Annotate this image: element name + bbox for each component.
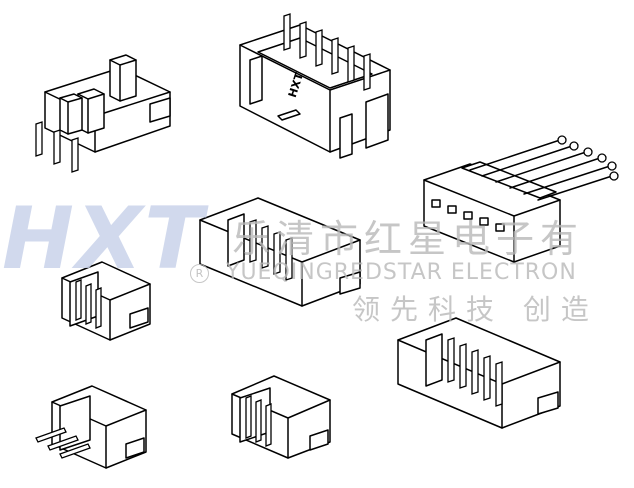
watermark-logo: HXT [2,189,205,289]
connector-vertical-top-center: HXT [239,13,391,159]
watermark-company-cn: 乐清市红星电子有 [232,217,585,261]
connector-side-entry-center [199,197,361,307]
contact-windows [431,199,505,232]
connector-3pin-bottom-center [231,375,331,459]
watermark-registered-mark: R [190,264,209,283]
connector-wire-housing-right [423,135,619,263]
vertical-pins [283,13,371,91]
connector-6pin-bottom-right [397,317,561,429]
connector-right-angle-top-left [35,54,171,173]
connector-right-angle-bottom-left [35,385,147,469]
bottom-right-pins [447,337,503,407]
watermark-company-en: YUEQINGREDSTAR ELECTRON [226,260,577,285]
connector-small-3pin-left [61,261,151,341]
center-pins [249,219,293,281]
watermark-slogan: 领先科技 创造 [352,293,599,326]
wire-leads [469,135,619,201]
